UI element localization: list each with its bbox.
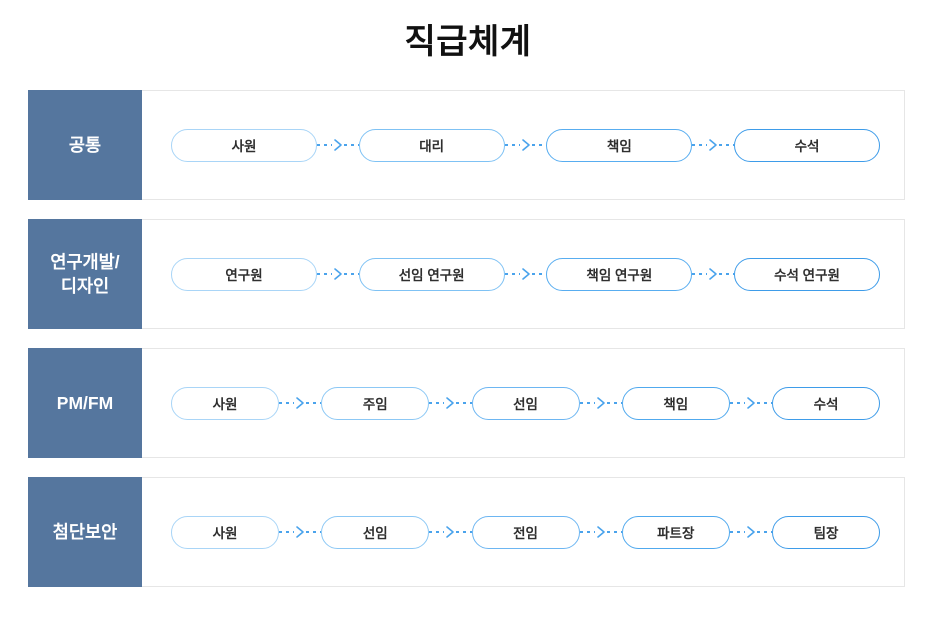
flow-arrow bbox=[279, 525, 322, 539]
dash-line bbox=[579, 402, 595, 404]
dash-line bbox=[729, 402, 745, 404]
dash-line bbox=[456, 531, 472, 533]
chevron-right-icon bbox=[296, 526, 304, 538]
rank-pill: 책임 연구원 bbox=[546, 257, 693, 291]
flow-arrow bbox=[317, 138, 359, 152]
flow-arrow bbox=[692, 267, 735, 281]
rank-pill: 대리 bbox=[358, 128, 505, 162]
dash-line bbox=[306, 402, 322, 404]
chevron-right-icon bbox=[596, 397, 605, 409]
dash-line bbox=[729, 531, 745, 533]
chevron-right-icon bbox=[446, 397, 455, 409]
rank-pill: 파트장 bbox=[621, 515, 730, 549]
dash-line bbox=[456, 402, 472, 404]
chevron-right-icon bbox=[334, 139, 342, 151]
flow-arrow bbox=[429, 396, 472, 410]
dash-line bbox=[343, 273, 359, 275]
flow-arrow bbox=[504, 267, 547, 281]
dash-line bbox=[606, 402, 622, 404]
rank-row: 공통 사원 대리 책임 수석 bbox=[28, 90, 905, 200]
dash-line bbox=[531, 144, 547, 146]
track-label-text: 연구개발/ bbox=[50, 251, 120, 272]
rank-pill: 책임 bbox=[546, 128, 693, 162]
track-label-text: 공통 bbox=[68, 134, 102, 155]
chevron-right-icon bbox=[521, 268, 530, 280]
dash-line bbox=[317, 273, 332, 275]
track-label: 연구개발/디자인 bbox=[28, 219, 142, 329]
rank-row: PM/FM 사원 주임 선임 책임 수석 bbox=[28, 348, 905, 458]
dash-line bbox=[504, 273, 520, 275]
rank-pill: 선임 bbox=[471, 386, 580, 420]
track-label: 첨단보안 bbox=[28, 477, 142, 587]
rank-pill: 선임 연구원 bbox=[358, 257, 505, 291]
page-title: 직급체계 bbox=[404, 23, 532, 61]
dash-line bbox=[343, 144, 359, 146]
rank-pill: 수석 bbox=[734, 128, 881, 162]
flow-arrow bbox=[692, 138, 735, 152]
flow-arrow bbox=[429, 525, 472, 539]
rank-flow: 연구원 선임 연구원 책임 연구원 수석 연구원 bbox=[142, 220, 904, 328]
dash-line bbox=[306, 531, 322, 533]
flow-arrow bbox=[317, 267, 359, 281]
chevron-right-icon bbox=[709, 139, 717, 151]
dash-line bbox=[429, 531, 445, 533]
chevron-right-icon bbox=[521, 139, 530, 151]
track-label: 공통 bbox=[28, 90, 142, 200]
flow-arrow bbox=[579, 396, 622, 410]
chevron-right-icon bbox=[446, 526, 455, 538]
flow-arrow bbox=[504, 138, 547, 152]
rank-pill: 수석 연구원 bbox=[734, 257, 881, 291]
rank-pill: 수석 bbox=[772, 386, 880, 420]
track-label-text: 디자인 bbox=[60, 276, 110, 296]
track-label: PM/FM bbox=[28, 348, 142, 458]
dash-line bbox=[279, 402, 295, 404]
flow-arrow bbox=[279, 396, 322, 410]
dash-line bbox=[756, 402, 772, 404]
rank-pill: 전임 bbox=[471, 515, 580, 549]
dash-line bbox=[719, 273, 735, 275]
track-label-text: 첨단보안 bbox=[52, 521, 118, 542]
track-label-text: PM/FM bbox=[56, 392, 114, 413]
dash-line bbox=[279, 531, 295, 533]
dash-line bbox=[531, 273, 547, 275]
flow-arrow bbox=[729, 396, 772, 410]
rank-pill: 사원 bbox=[171, 515, 279, 549]
rank-pill: 책임 bbox=[621, 386, 730, 420]
dash-line bbox=[692, 273, 708, 275]
dash-line bbox=[606, 531, 622, 533]
rank-row: 첨단보안 사원 선임 전임 파트장 팀장 bbox=[28, 477, 905, 587]
dash-line bbox=[692, 144, 708, 146]
rank-pill: 주임 bbox=[321, 386, 430, 420]
rank-pill: 팀장 bbox=[772, 515, 880, 549]
chevron-right-icon bbox=[747, 526, 755, 538]
dash-line bbox=[504, 144, 520, 146]
chevron-right-icon bbox=[296, 397, 304, 409]
flow-arrow bbox=[579, 525, 622, 539]
dash-line bbox=[429, 402, 445, 404]
chevron-right-icon bbox=[747, 397, 755, 409]
rank-flow: 사원 주임 선임 책임 수석 bbox=[142, 349, 904, 457]
dash-line bbox=[317, 144, 332, 146]
rank-pill: 사원 bbox=[171, 386, 279, 420]
chevron-right-icon bbox=[334, 268, 342, 280]
dash-line bbox=[756, 531, 772, 533]
rank-pill: 사원 bbox=[171, 128, 317, 162]
rank-flow: 사원 대리 책임 수석 bbox=[142, 91, 904, 199]
flow-arrow bbox=[729, 525, 772, 539]
chevron-right-icon bbox=[709, 268, 717, 280]
dash-line bbox=[579, 531, 595, 533]
rank-flow: 사원 선임 전임 파트장 팀장 bbox=[142, 478, 904, 586]
dash-line bbox=[719, 144, 735, 146]
chevron-right-icon bbox=[596, 526, 605, 538]
rank-pill: 연구원 bbox=[171, 257, 317, 291]
rank-row: 연구개발/디자인 연구원 선임 연구원 책임 연구원 수석 연구원 bbox=[28, 219, 905, 329]
rank-pill: 선임 bbox=[321, 515, 430, 549]
